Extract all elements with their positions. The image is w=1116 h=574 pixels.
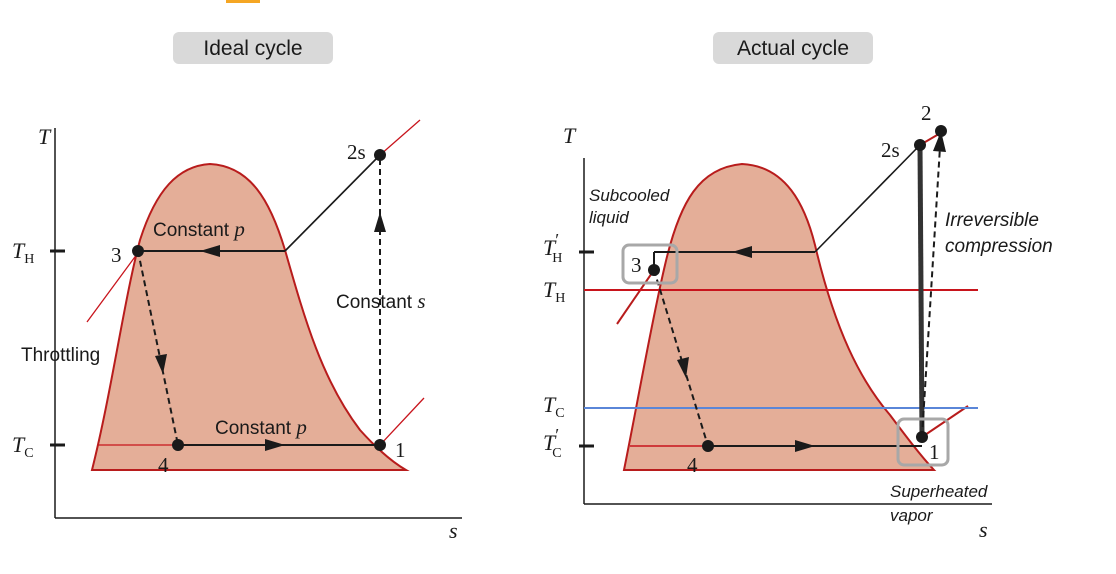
actual-y-axis-label: T: [563, 123, 577, 148]
actual-tick-cold-label: TC: [543, 392, 565, 421]
actual-point-1: [916, 431, 928, 443]
ideal-label-2s: 2s: [347, 140, 366, 164]
ideal-tick-hot-label: TH: [12, 238, 34, 267]
actual-title: Actual cycle: [737, 37, 849, 60]
actual-cycle-panel: Actual cycle T s T′H TH TC T′C: [543, 32, 1053, 542]
ideal-constant-s: Constant s: [336, 289, 426, 313]
actual-arrow-top: [732, 246, 752, 258]
ideal-title: Ideal cycle: [203, 37, 302, 60]
ideal-vapor-extension: [379, 397, 425, 446]
actual-irreversible-line: [921, 130, 942, 438]
actual-point-3: [648, 264, 660, 276]
actual-tick-cold-prime-label: T′C: [543, 425, 562, 461]
ideal-label-1: 1: [395, 438, 406, 462]
ideal-y-axis-label: T: [38, 124, 52, 149]
actual-arrow-throttle: [677, 357, 689, 378]
ideal-arrow-vertical: [374, 212, 386, 232]
actual-subcooled-label: Subcooled: [589, 186, 670, 205]
actual-superheated-highlight: [896, 417, 950, 467]
actual-title-bg: [713, 32, 873, 64]
ideal-label-4: 4: [158, 453, 169, 477]
actual-label-2s: 2s: [881, 138, 900, 162]
actual-arrow-bottom: [795, 440, 815, 452]
ideal-point-3: [132, 245, 144, 257]
actual-superheated-label-2: vapor: [890, 506, 934, 525]
actual-throttling-line: [653, 269, 709, 447]
actual-label-2: 2: [921, 101, 932, 125]
accent-mark: [226, 0, 260, 3]
ideal-constant-p-top: Constant p: [153, 217, 245, 241]
actual-subcooled-label-2: liquid: [589, 208, 629, 227]
ideal-superheat-extension: [379, 119, 421, 156]
ideal-point-4: [172, 439, 184, 451]
ideal-arrow-throttle: [155, 354, 167, 374]
ideal-liquid-extension: [86, 249, 141, 323]
ideal-saturation-dome: [90, 162, 410, 471]
ideal-tick-cold-label: TC: [12, 432, 34, 461]
actual-isentropic-line: [917, 144, 925, 438]
ideal-throttling-line: [137, 250, 179, 446]
actual-label-4: 4: [687, 453, 698, 477]
actual-irreversible-label-2: compression: [945, 236, 1053, 257]
actual-saturation-dome: [622, 162, 937, 471]
actual-label-3: 3: [631, 253, 642, 277]
ideal-label-3: 3: [111, 243, 122, 267]
actual-arrow-irreversible: [933, 131, 946, 152]
actual-point-2s: [914, 139, 926, 151]
ideal-point-2s: [374, 149, 386, 161]
ideal-constant-p-bottom: Constant p: [215, 415, 307, 439]
actual-liquid-extension: [616, 269, 655, 325]
ideal-title-bg: [173, 32, 333, 64]
actual-point-4: [702, 440, 714, 452]
actual-tick-hot-prime-label: T′H: [543, 230, 562, 266]
actual-tick-hot-label: TH: [543, 277, 565, 306]
actual-x-axis-label: s: [979, 517, 988, 542]
ideal-arrow-bottom: [265, 439, 285, 451]
actual-subcooled-highlight: [621, 243, 679, 285]
ideal-arrow-top: [200, 245, 220, 257]
actual-superheated-label: Superheated: [890, 482, 988, 501]
actual-irreversible-label: Irreversible: [945, 210, 1039, 231]
ideal-point-1: [374, 439, 386, 451]
ideal-cycle-panel: Ideal cycle T s TH TC 1: [12, 32, 462, 543]
ideal-x-axis-label: s: [449, 518, 458, 543]
actual-point-2: [935, 125, 947, 137]
actual-superheat-line: [814, 144, 921, 253]
ideal-superheat-line: [284, 154, 381, 252]
actual-label-1: 1: [929, 440, 940, 464]
ideal-throttling: Throttling: [21, 345, 100, 366]
